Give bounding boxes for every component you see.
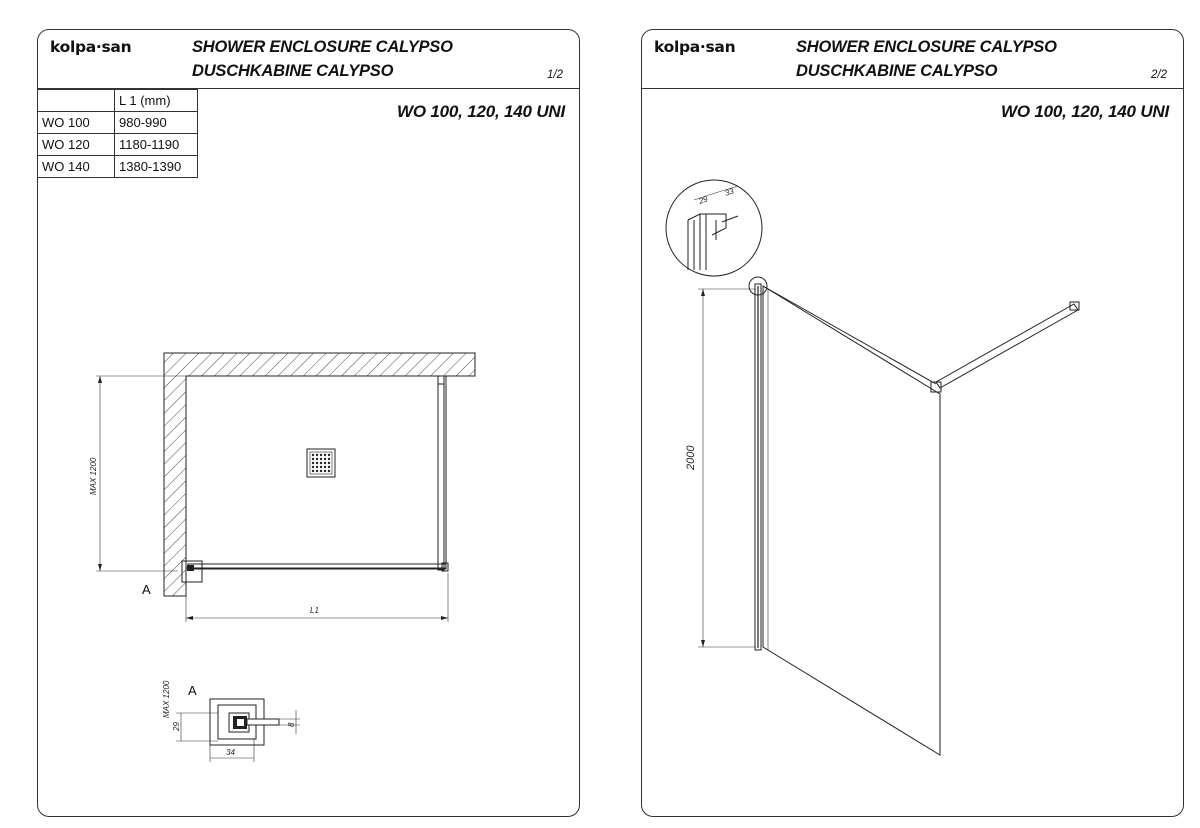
glass-top-edge (762, 285, 937, 385)
table-header-cell: L 1 (mm) (114, 89, 198, 112)
detail-dim-34: 34 (226, 748, 235, 757)
height-dimension (698, 288, 756, 648)
depth-dimension-label: MAX 1200 (89, 457, 98, 495)
tray-outline (185, 375, 447, 569)
drawing-sheet-1: kolpa·san SHOWER ENCLOSURE CALYPSO DUSCH… (37, 29, 580, 817)
detail-circle (665, 179, 768, 296)
glass-panel (762, 285, 941, 756)
title-english: SHOWER ENCLOSURE CALYPSO (192, 38, 453, 56)
corner-bracket (441, 562, 449, 572)
title-german: DUSCHKABINE CALYPSO (192, 62, 394, 80)
title-english: SHOWER ENCLOSURE CALYPSO (796, 38, 1057, 56)
detail-a-marker-box (181, 560, 203, 583)
wall-profile (187, 565, 194, 571)
detail-dim-29: 29 (172, 722, 181, 732)
detail-a-label: A (142, 582, 151, 597)
table-header-row: L 1 (mm) (38, 89, 198, 112)
top-bracket (437, 375, 445, 385)
width-dimension (185, 573, 449, 622)
table-row: WO 100 980-990 (38, 111, 198, 134)
table-cell-length: 1380-1390 (114, 155, 198, 178)
width-dimension-label: L1 (310, 606, 319, 615)
detail-dim-8: 8 (287, 722, 296, 727)
table-cell-model: WO 120 (38, 133, 115, 156)
depth-dimension (96, 375, 186, 572)
page-number: 1/2 (547, 69, 563, 81)
title-block: kolpa·san SHOWER ENCLOSURE CALYPSO DUSCH… (642, 30, 1183, 89)
isometric-view-drawing: 2000 29 33 (665, 179, 1080, 756)
detail-dim-29: 29 (697, 194, 710, 206)
title-german: DUSCHKABINE CALYPSO (796, 62, 998, 80)
drain-icon (306, 448, 336, 478)
detail-a-drawing (176, 698, 300, 762)
table-cell-model: WO 140 (38, 155, 115, 178)
brand-logo: kolpa·san (50, 38, 132, 56)
title-block: kolpa·san SHOWER ENCLOSURE CALYPSO DUSCH… (38, 30, 579, 89)
detail-depth-label: MAX 1200 (162, 680, 171, 718)
detail-a-title: A (188, 683, 197, 698)
model-designation: WO 100, 120, 140 UNI (1001, 102, 1169, 121)
dimension-table: L 1 (mm) WO 100 980-990 WO 120 1180-1190… (38, 89, 198, 178)
wall-profile (754, 283, 762, 651)
detail-dim-33: 33 (724, 186, 736, 198)
wall-hatch (163, 352, 476, 597)
height-dimension-label: 2000 (685, 445, 697, 471)
table-row: WO 140 1380-1390 (38, 155, 198, 178)
plan-view-drawing: A MAX 1200 L1 (89, 352, 476, 762)
glass-panel-side (437, 375, 445, 571)
page-number: 2/2 (1151, 69, 1167, 81)
stabilizer-bar (930, 301, 1080, 393)
drawing-sheet-2: kolpa·san SHOWER ENCLOSURE CALYPSO DUSCH… (641, 29, 1184, 817)
brand-logo: kolpa·san (654, 38, 736, 56)
model-designation: WO 100, 120, 140 UNI (397, 102, 565, 121)
